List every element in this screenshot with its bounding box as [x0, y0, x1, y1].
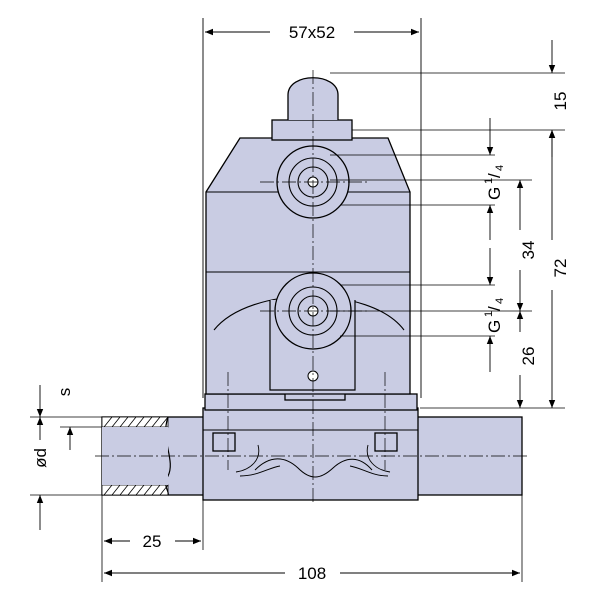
svg-text:G: G: [485, 320, 504, 333]
dim-top-width: [202, 18, 422, 398]
dim-label-lower-spacing: 26: [519, 347, 538, 366]
lower-body-block: [202, 407, 419, 501]
dim-right-extension-lines: [330, 72, 565, 409]
svg-text:G: G: [485, 187, 504, 200]
svg-text:4: 4: [494, 298, 506, 304]
svg-text:/: /: [485, 173, 504, 178]
cap-plate: [271, 119, 353, 141]
dim-label-overall: 72: [551, 259, 570, 278]
top-cap: [271, 77, 353, 141]
svg-text:1: 1: [483, 178, 495, 184]
dim-label-pipe-stub: 25: [143, 532, 162, 551]
dim-label-top-width: 57x52: [289, 23, 335, 42]
svg-text:1: 1: [483, 311, 495, 317]
thread-label-upper: G 1 / 4: [483, 165, 506, 200]
lower-body: [202, 407, 419, 501]
dim-label-diameter: ød: [31, 448, 50, 468]
dim-wall-thickness: [36, 385, 74, 450]
bolt-right: [374, 432, 398, 452]
dim-label-total-length: 108: [298, 564, 326, 583]
svg-text:4: 4: [494, 165, 506, 171]
dim-label-top-height: 15: [551, 92, 570, 111]
thread-label-lower: G 1 / 4: [483, 298, 506, 333]
bolt-left: [212, 432, 236, 452]
dim-label-wall: s: [55, 388, 74, 397]
dim-bottom-extension-lines: [101, 495, 523, 582]
dim-label-port-spacing: 34: [519, 241, 538, 260]
svg-text:/: /: [485, 306, 504, 311]
